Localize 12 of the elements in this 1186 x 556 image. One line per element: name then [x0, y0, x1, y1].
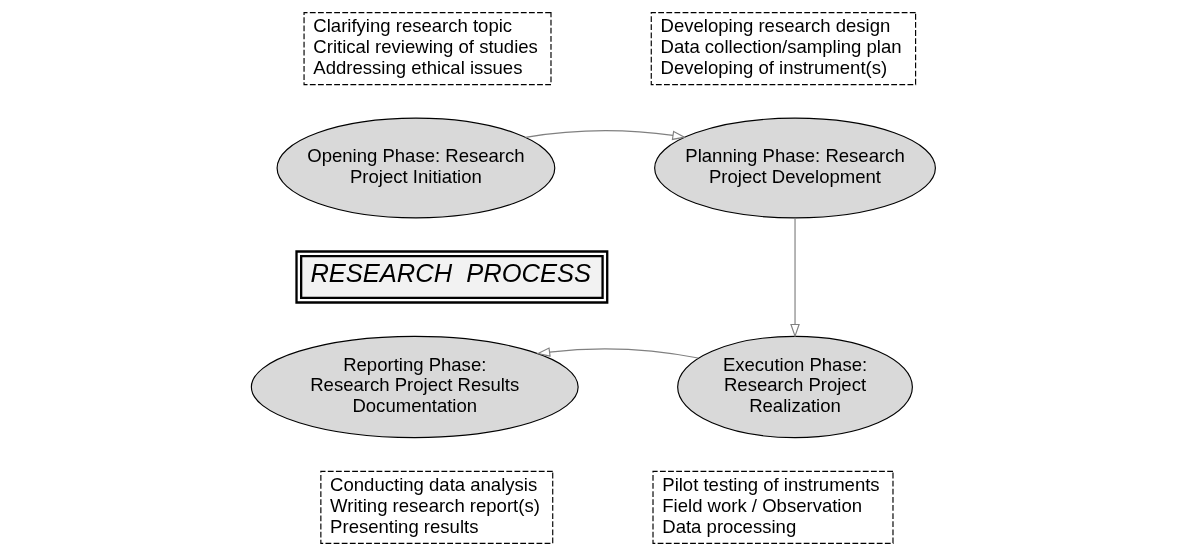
- node-ellipse: Opening Phase: Research Project Initiation: [276, 117, 555, 219]
- node-box: Developing research design Data collection/sampling plan Developing of instrument(s): [650, 12, 916, 86]
- node-ellipse: Reporting Phase: Research Project Results Documentation: [250, 335, 579, 439]
- arrow: [789, 217, 800, 338]
- arrow: [524, 130, 686, 141]
- node-box: Conducting data analysis Writing research report(s) Presenting results: [319, 470, 553, 544]
- arrow: [535, 347, 699, 359]
- node-box: RESEARCH PROCESS: [294, 250, 608, 304]
- node-box: Clarifying research topic Critical reviewing of studies Addressing ethical issues: [302, 12, 552, 86]
- node-box: Pilot testing of instruments Field work / Observation Data processing: [651, 470, 894, 544]
- node-ellipse: Planning Phase: Research Project Development: [653, 117, 936, 219]
- node-ellipse: Execution Phase: Research Project Realization: [676, 335, 913, 439]
